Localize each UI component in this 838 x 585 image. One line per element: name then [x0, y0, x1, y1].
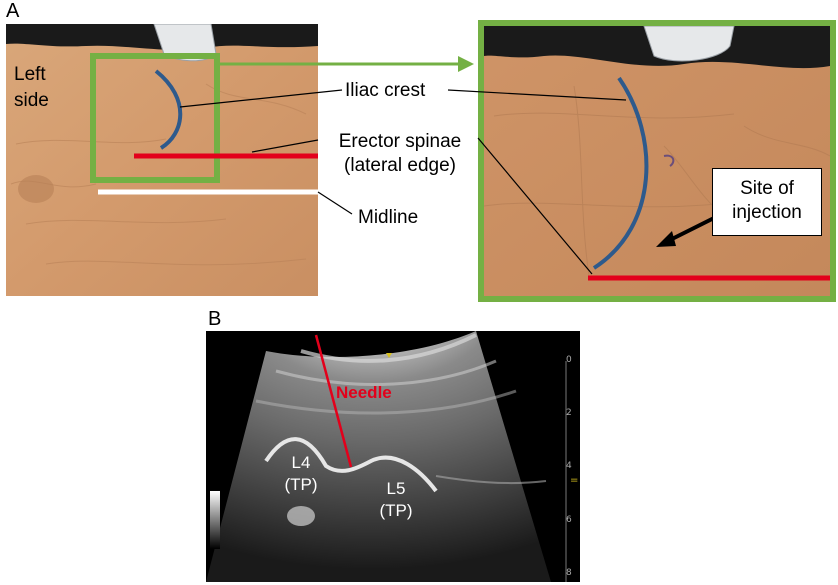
left-side-label-line1: Left — [14, 64, 46, 85]
midline-leader — [317, 191, 353, 215]
l5-label-line2: (TP) — [379, 501, 413, 520]
iliac-crest-label: Iliac crest — [345, 80, 426, 101]
skin-photo-zoomed — [478, 20, 836, 302]
iliac-crest-leader-left — [179, 89, 343, 108]
iliac-crest-leader-right — [447, 89, 627, 101]
erector-label-line1: Erector spinae — [338, 131, 462, 152]
depth-tick-6: 6 — [566, 515, 572, 525]
depth-tick-4: 4 — [566, 461, 572, 471]
depth-tick-8: 8 — [566, 568, 572, 578]
l4-label-line1: L4 — [291, 453, 311, 472]
site-of-injection-label: Site of injection — [712, 168, 822, 236]
midline-label: Midline — [358, 207, 419, 228]
needle-label: Needle — [336, 383, 392, 402]
left-side-label-line2: side — [14, 90, 49, 111]
depth-tick-2: 2 — [566, 408, 572, 418]
erector-leader-left — [251, 139, 319, 153]
erector-label-line2: (lateral edge) — [344, 155, 456, 176]
panel-b-letter: B — [208, 308, 222, 330]
left-side-label: Left side — [14, 62, 49, 114]
l4-label-line2: (TP) — [284, 475, 318, 494]
l4-label: L4 (TP) — [277, 452, 325, 496]
erector-spinae-label: Erector spinae (lateral edge) — [320, 130, 480, 178]
ultrasound-image: = — [206, 331, 580, 582]
site-label-line2: injection — [732, 202, 802, 223]
l5-label-line1: L5 — [386, 479, 406, 498]
zoom-arrow-head — [458, 56, 474, 72]
site-label-line1: Site of — [740, 178, 794, 199]
erector-leader-right — [477, 137, 593, 275]
l5-label: L5 (TP) — [372, 478, 420, 522]
svg-text:=: = — [570, 475, 578, 486]
depth-tick-0: 0 — [566, 355, 572, 365]
panel-a-letter: A — [6, 0, 20, 22]
skin-photo-left — [6, 24, 318, 296]
